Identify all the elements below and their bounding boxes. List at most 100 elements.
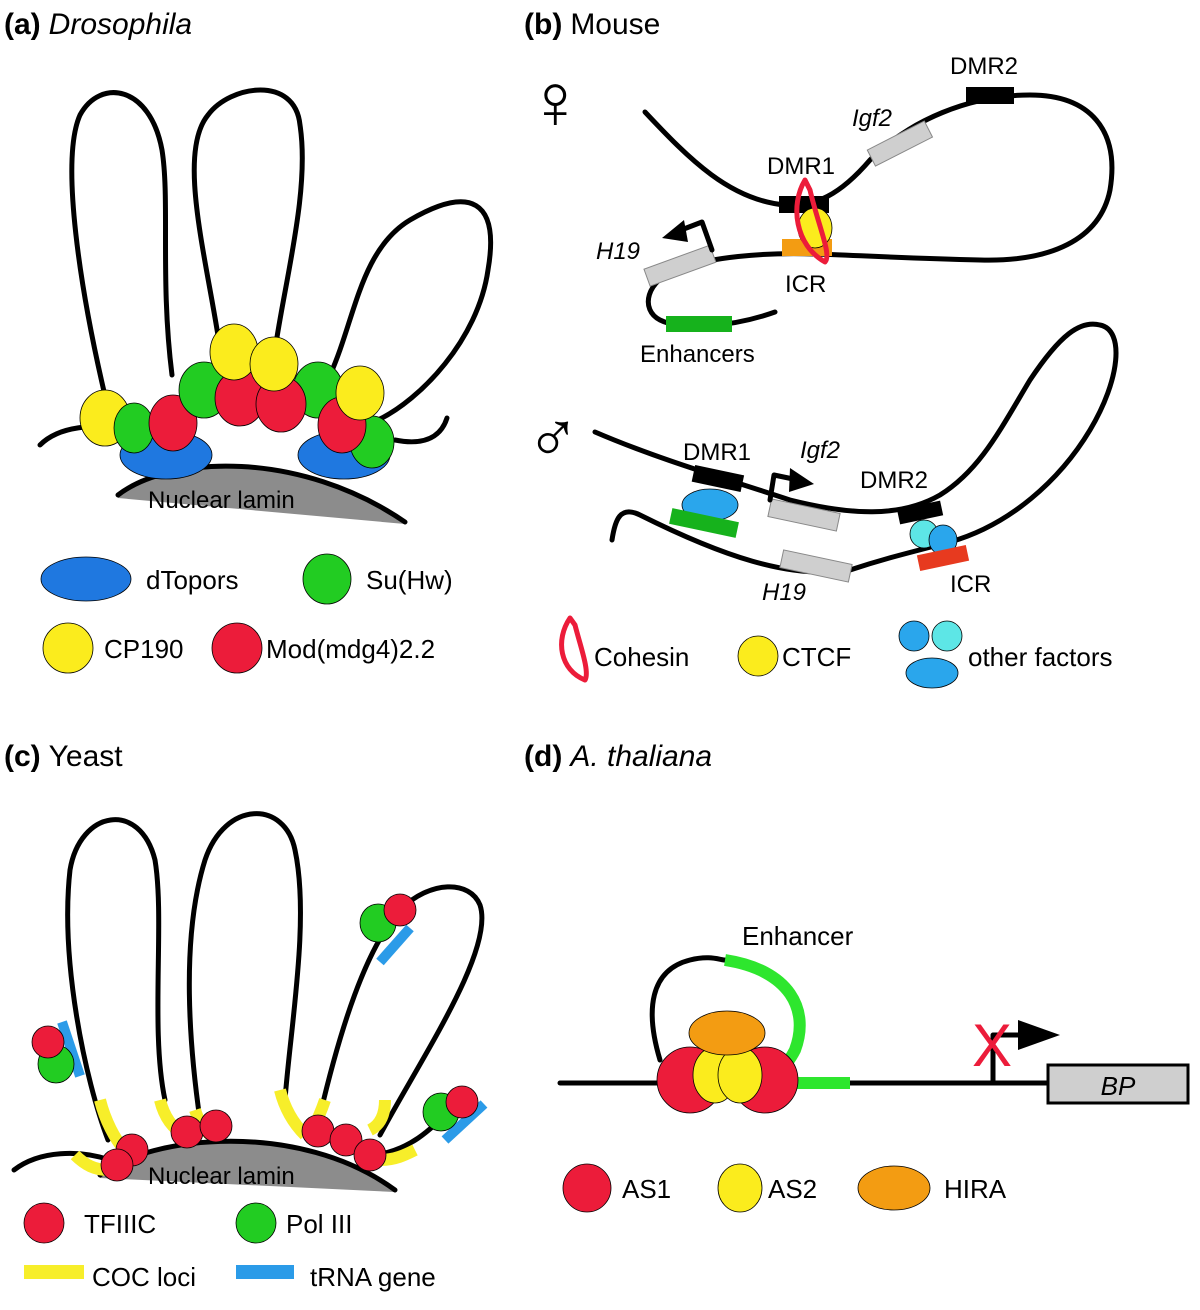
trna-genes-c (57, 924, 488, 1144)
hira-protein (688, 1010, 766, 1056)
cp190-protein (335, 365, 385, 421)
tfiiic-protein (301, 1114, 335, 1148)
h19-gene-male (779, 549, 853, 583)
cohesin-ring-female (794, 177, 830, 265)
legend-as2-label: AS2 (768, 1174, 817, 1204)
panel-d-title: A. thaliana (568, 740, 712, 773)
male-symbol: ♂ (526, 398, 580, 478)
legend-other-swatch (898, 620, 930, 652)
mod-mdg4-protein (148, 394, 198, 452)
panel-d-letter: (d) (524, 740, 562, 773)
dmr2-label-female: DMR2 (950, 53, 1018, 80)
chromatin-fiber-a (37, 87, 494, 448)
legend-hira-label: HIRA (944, 1174, 1007, 1204)
lamin-label-a: Nuclear lamin (148, 487, 295, 514)
icr-label-male: ICR (950, 571, 991, 598)
legend-tfiiic-swatch (23, 1202, 65, 1244)
icr-label-female: ICR (785, 271, 826, 298)
legend-a: dTopors Su(Hw) CP190 Mod(mdg4)2.2 (40, 553, 453, 674)
tfiiic-protein (445, 1085, 479, 1119)
legend-as1-swatch (562, 1163, 612, 1213)
tfiiic-protein (199, 1109, 233, 1143)
legend-as1-label: AS1 (622, 1174, 671, 1204)
legend-cohesin-label: Cohesin (594, 642, 689, 672)
legend-trna-label: tRNA gene (310, 1262, 436, 1292)
bp-gene-label: BP (1101, 1071, 1136, 1101)
legend-dtopors-label: dTopors (146, 565, 239, 595)
igf2-label-female: Igf2 (852, 105, 892, 132)
lamin-label-c: Nuclear lamin (148, 1163, 295, 1190)
enhancers-label-female: Enhancers (640, 341, 755, 368)
panel-b: (b)Mouse ♀ Igf2 DMR2 DMR1 ICR H19 Enhanc… (524, 8, 1119, 689)
svg-text:(c)Yeast: (c)Yeast (4, 740, 123, 773)
panel-a-letter: (a) (4, 8, 41, 41)
legend-su-hw-label: Su(Hw) (366, 565, 453, 595)
legend-coc-label: COC loci (92, 1262, 196, 1292)
legend-other-swatch (931, 620, 963, 652)
legend-mod-swatch (211, 622, 263, 674)
legend-d: AS1 AS2 HIRA (562, 1163, 1007, 1213)
female-symbol: ♀ (526, 57, 585, 145)
panel-c-title: Yeast (49, 740, 124, 773)
tfiiic-protein (353, 1138, 387, 1172)
legend-cp190-label: CP190 (104, 634, 184, 664)
h19-label-female: H19 (596, 238, 640, 265)
su-hw-protein (113, 402, 155, 454)
igf2-gene-male (767, 498, 841, 532)
dmr2-label-male: DMR2 (860, 467, 928, 494)
tfiiic-protein (31, 1025, 65, 1059)
legend-ctcf-label: CTCF (782, 642, 851, 672)
tfiiic-protein (100, 1148, 134, 1182)
dmr1-block-male (691, 464, 745, 493)
dmr2-block-female (966, 87, 1014, 104)
h19-label-male: H19 (762, 579, 806, 606)
igf2-gene-female (866, 120, 934, 167)
dmr1-label-female: DMR1 (767, 153, 835, 180)
legend-trna-swatch (236, 1265, 294, 1279)
legend-mod-label: Mod(mdg4)2.2 (266, 634, 435, 664)
legend-other-label: other factors (968, 642, 1113, 672)
legend-pol3-label: Pol III (286, 1209, 352, 1239)
panel-a-title: Drosophila (49, 8, 192, 41)
chromatin-fiber-c (11, 811, 485, 1173)
legend-c: TFIIIC Pol III COC loci tRNA gene (23, 1202, 436, 1292)
dmr2-block-male (897, 500, 944, 525)
svg-text:(a)Drosophila: (a)Drosophila (4, 8, 192, 41)
igf2-label-male: Igf2 (800, 437, 840, 464)
tfiiic-protein (329, 1123, 363, 1157)
blocked-promoter-d: X (972, 1012, 1060, 1086)
legend-ctcf-swatch (737, 635, 779, 677)
h19-gene-female (643, 244, 717, 287)
protein-complexes-a (79, 323, 395, 480)
protein-complex-d (656, 1010, 799, 1114)
transcription-blocked-mark: X (972, 1012, 1012, 1079)
as2-protein (717, 1046, 763, 1104)
legend-hira-swatch (857, 1165, 931, 1211)
cp190-protein (249, 336, 299, 392)
legend-pol3-swatch (235, 1202, 277, 1244)
icr-block-male (916, 544, 970, 572)
panel-c: (c)Yeast Nuclear lamin (4, 740, 488, 1292)
svg-text:(b)Mouse: (b)Mouse (524, 8, 660, 41)
legend-dtopors-swatch (40, 556, 132, 602)
enhancers-block-male (669, 508, 739, 538)
dmr1-label-male: DMR1 (683, 439, 751, 466)
legend-cp190-swatch (42, 622, 94, 674)
legend-as2-swatch (717, 1163, 763, 1213)
igf2-promoter-arrow-male (767, 468, 814, 503)
tfiiic-protein (170, 1115, 204, 1149)
panel-b-title: Mouse (570, 8, 660, 41)
tfiiic-protein (383, 893, 417, 927)
h19-promoter-arrow-female (662, 219, 715, 253)
enhancer-label: Enhancer (742, 921, 854, 951)
nuclear-lamin-c (100, 1141, 395, 1192)
panel-d: (d)A. thaliana Enhancer X BP AS1 AS2 (524, 740, 1190, 1213)
legend-other-swatch (905, 657, 959, 689)
lamin-edge-a (115, 463, 408, 525)
legend-coc-swatch (24, 1265, 84, 1279)
nuclear-lamin-a (118, 466, 405, 524)
protein-complexes-c (31, 893, 479, 1182)
legend-b: Cohesin CTCF other factors (559, 615, 1113, 689)
bp-gene (1046, 1063, 1190, 1105)
